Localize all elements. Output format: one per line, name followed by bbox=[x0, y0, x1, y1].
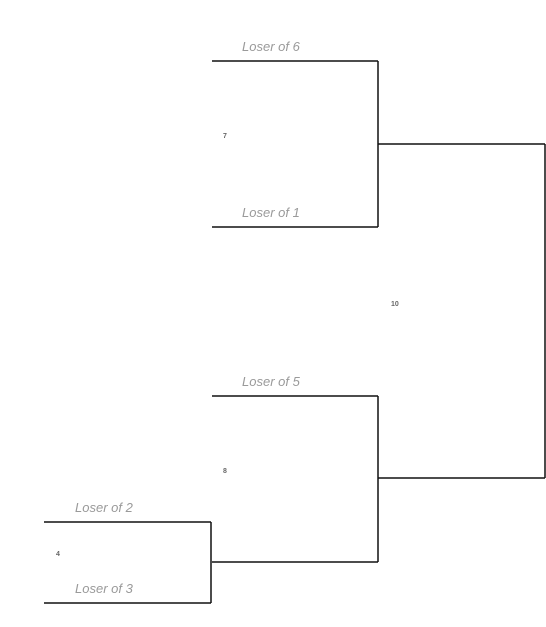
match-7: Loser of 6 Loser of 1 7 bbox=[212, 39, 379, 228]
match-7-top-slot-label: Loser of 6 bbox=[242, 39, 301, 54]
match-8-top-slot-label: Loser of 5 bbox=[242, 374, 301, 389]
match-10: 10 bbox=[378, 143, 546, 479]
match-4-bottom-slot-label: Loser of 3 bbox=[75, 581, 134, 596]
match-8: Loser of 5 8 bbox=[212, 374, 379, 563]
match-10-number: 10 bbox=[391, 301, 399, 308]
match-7-number: 7 bbox=[223, 133, 227, 140]
match-8-number: 8 bbox=[223, 468, 227, 475]
match-4-top-slot-label: Loser of 2 bbox=[75, 500, 134, 515]
match-7-bottom-slot-label: Loser of 1 bbox=[242, 205, 300, 220]
match-4-number: 4 bbox=[56, 551, 60, 558]
match-4: Loser of 2 Loser of 3 4 bbox=[44, 500, 212, 604]
